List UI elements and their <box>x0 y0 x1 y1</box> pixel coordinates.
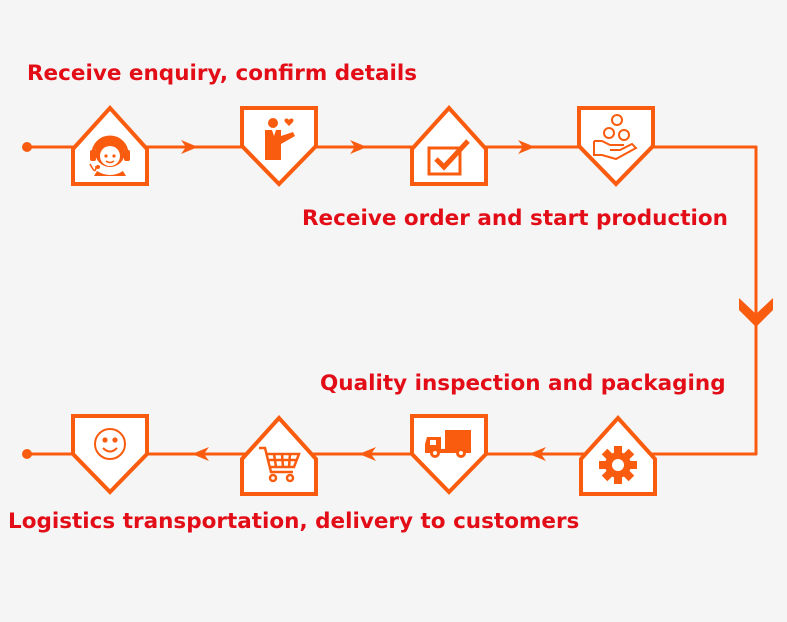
station-payment <box>577 106 655 187</box>
shopping-cart-icon <box>259 446 301 483</box>
station-gear <box>579 415 657 496</box>
station-checkbox <box>410 105 488 186</box>
gear-production-icon <box>599 446 637 484</box>
arrows-row1 <box>181 140 535 154</box>
hand-coins-payment-icon <box>593 114 638 161</box>
arrow-down-chevron <box>739 298 773 327</box>
flow-line-row1 <box>22 142 758 459</box>
step-label-enquiry: Receive enquiry, confirm details <box>27 61 418 86</box>
arrow-right-1 <box>181 140 198 154</box>
step-label-production: Receive order and start production <box>302 206 728 231</box>
delivery-truck-icon <box>425 430 471 458</box>
station-offer <box>240 106 318 187</box>
headset-agent-icon <box>89 135 130 176</box>
step-label-logistics: Logistics transportation, delivery to cu… <box>8 509 580 534</box>
arrow-left-3 <box>192 447 209 461</box>
step-label-inspection: Quality inspection and packaging <box>320 371 726 396</box>
arrow-left-1 <box>529 447 546 461</box>
arrows-row2 <box>192 447 546 461</box>
arrow-right-2 <box>350 140 367 154</box>
station-cart <box>240 415 318 496</box>
station-smiley <box>71 414 149 495</box>
smiley-customer-icon <box>94 428 126 460</box>
station-headset <box>71 105 149 186</box>
station-truck <box>410 414 488 495</box>
arrow-right-3 <box>518 140 535 154</box>
arrow-left-2 <box>359 447 376 461</box>
checkbox-confirm-icon <box>427 139 470 176</box>
handshake-offer-icon <box>265 118 295 160</box>
